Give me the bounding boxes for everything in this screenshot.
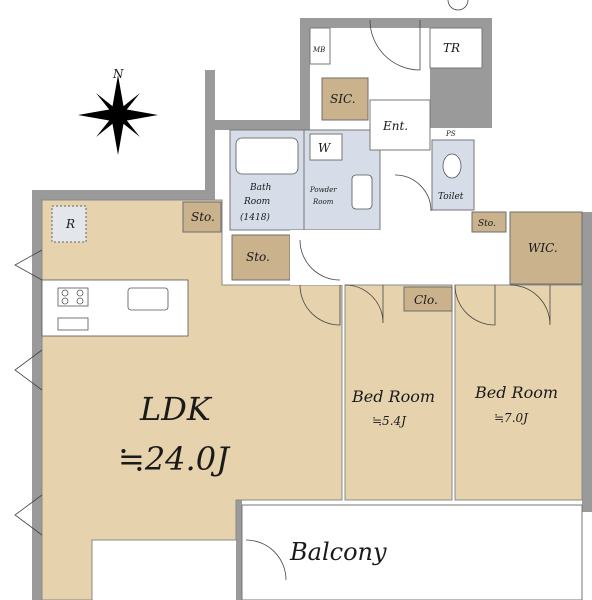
wall-mb-left: [300, 18, 310, 130]
wall-tr-top: [430, 18, 490, 28]
balcony-label: Balcony: [289, 538, 387, 566]
bedroom-1-size: ≒5.4J: [372, 414, 407, 428]
sic-label: SIC.: [330, 92, 356, 106]
bathroom-label-3: (1418): [240, 212, 270, 223]
storage-2-label: Sto.: [246, 250, 270, 264]
door-swings: [14, 0, 551, 581]
entrance-floor: [369, 99, 431, 151]
bathroom-label-2: Room: [243, 197, 270, 207]
wall-top: [300, 18, 430, 28]
trunk-room: [429, 27, 483, 69]
balcony-wall-left: [236, 500, 242, 600]
shaft-block: [430, 68, 490, 128]
washbasin-icon: [351, 174, 373, 210]
ldk-size: ≒24.0J: [118, 440, 231, 478]
wall-bath-top: [215, 120, 305, 130]
sink-icon: [127, 287, 169, 311]
mb-label: MB: [312, 46, 325, 54]
bathtub-icon: [235, 137, 299, 175]
balcony-floor: [241, 504, 583, 600]
closet-label: Clo.: [414, 293, 438, 307]
storage-1: [182, 201, 222, 233]
sic-closet: [321, 77, 369, 121]
bedroom-1-name: Bed Room: [351, 387, 435, 406]
kitchen-counter: [41, 279, 189, 337]
wall-west: [32, 190, 42, 600]
wic-closet: [509, 211, 583, 285]
compass-rose-icon: [78, 75, 158, 155]
powder-label-1: Powder: [309, 186, 337, 194]
washer-space: [309, 133, 343, 161]
storage-3-label: Sto.: [478, 219, 496, 229]
hallway-floor: [290, 230, 430, 285]
wall-north-ldk: [32, 190, 212, 200]
powder-label-2: Room: [312, 198, 334, 206]
north-label: N: [112, 67, 124, 81]
ldk-name: LDK: [139, 390, 213, 428]
bedroom-2-size: ≒7.0J: [494, 411, 529, 425]
fridge-space: [51, 205, 87, 243]
closet: [403, 286, 453, 312]
washer-label: W: [318, 141, 332, 155]
toilet-icon: [442, 153, 462, 179]
toilet-label: Toilet: [438, 192, 464, 202]
wall-east: [582, 212, 592, 512]
fridge-label: R: [65, 217, 75, 231]
mb-box: [309, 27, 331, 65]
storage-3: [471, 211, 507, 233]
storage-1-label: Sto.: [191, 210, 215, 224]
bedroom-1-floor: [344, 284, 453, 501]
bedroom-2-name: Bed Room: [474, 383, 558, 402]
wall-nw-notch: [205, 70, 215, 200]
wic-label: WIC.: [528, 241, 558, 255]
tr-label: TR: [443, 41, 460, 55]
ps-label: PS: [445, 130, 456, 138]
entrance-label: Ent.: [382, 119, 408, 133]
bathroom-label-1: Bath: [249, 183, 271, 193]
